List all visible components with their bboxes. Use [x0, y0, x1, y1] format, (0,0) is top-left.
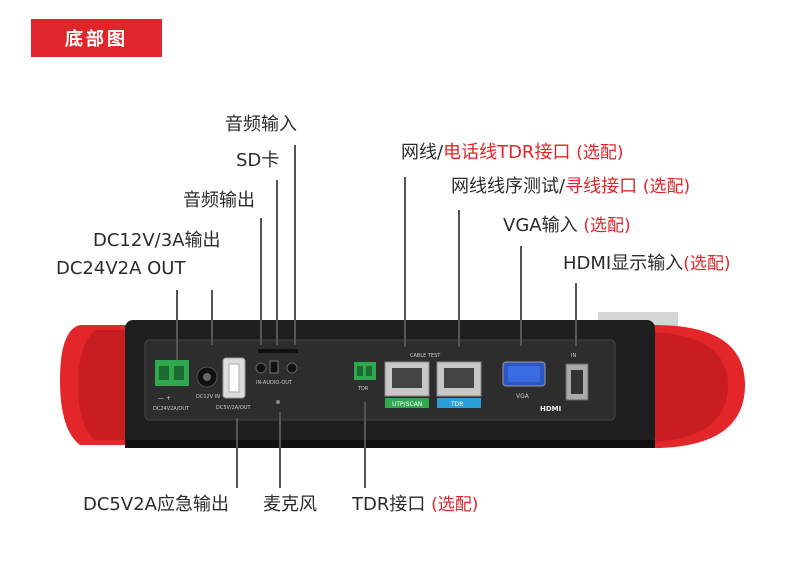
label-network-opt: (选配)	[576, 143, 624, 163]
leader-wire-seq	[458, 210, 460, 347]
leader-sd	[276, 180, 278, 345]
label-hdmi-pre: HDMI显示输入	[563, 253, 684, 274]
audio-panel-label: IN-AUDIO-OUT	[256, 380, 293, 386]
label-tdr: TDR接口 (选配)	[352, 494, 478, 516]
sd-slot	[269, 360, 279, 374]
label-vga-opt: (选配)	[583, 216, 631, 236]
mic-hole	[276, 400, 280, 404]
leader-dc24	[176, 290, 178, 360]
cable-test-label: CABLE TEST	[410, 353, 441, 359]
label-vga-pre: VGA输入	[503, 215, 578, 236]
label-audio-in: 音频输入	[225, 114, 297, 135]
dc5-label: DC5V/2A/OUT	[216, 405, 252, 411]
section-title: 底部图	[31, 19, 162, 57]
label-dc24: DC24V2A OUT	[56, 258, 186, 279]
vga-panel-label: VGA	[516, 393, 530, 400]
label-hdmi-opt: (选配)	[683, 254, 731, 274]
leader-network	[404, 177, 406, 347]
leader-dc12	[211, 290, 213, 345]
leader-tdr	[364, 402, 366, 488]
audio-in-jack	[255, 362, 267, 374]
label-network-pre: 网线/	[401, 142, 444, 163]
dc12-label: DC12V IN	[196, 394, 220, 400]
label-sd: SD卡	[236, 150, 280, 171]
svg-text:— +: — +	[158, 395, 171, 402]
leader-vga	[520, 246, 522, 346]
hdmi-logo: HDMI	[540, 405, 561, 413]
label-wire-seq: 网线线序测试/寻线接口 (选配)	[451, 176, 690, 198]
label-network: 网线/电话线TDR接口 (选配)	[401, 142, 623, 164]
label-vga: VGA输入 (选配)	[503, 215, 631, 237]
leader-hdmi	[575, 283, 577, 346]
label-tdr-opt: (选配)	[431, 495, 479, 515]
leader-audio-in	[294, 145, 296, 345]
hdmi-in-label: IN	[571, 353, 576, 359]
audio-out-jack	[286, 362, 298, 374]
leader-mic	[279, 412, 281, 488]
label-dc5: DC5V2A应急输出	[83, 494, 229, 515]
tdr-small-label: TDR	[357, 386, 369, 392]
label-audio-out: 音频输出	[183, 190, 255, 211]
utp-label: UTP/SCAN	[392, 401, 422, 408]
label-wire-seq-opt: (选配)	[642, 177, 691, 197]
leader-dc5	[236, 418, 238, 488]
label-wire-seq-hl: 寻线接口	[565, 176, 638, 197]
label-tdr-pre: TDR接口	[352, 494, 426, 515]
dc24-label: DC24V2A/OUT	[153, 406, 190, 412]
tdr-port-label: TDR	[450, 401, 463, 408]
leader-audio-out	[260, 218, 262, 345]
label-dc12: DC12V/3A输出	[93, 230, 221, 251]
label-hdmi: HDMI显示输入(选配)	[563, 253, 731, 275]
label-network-hl: 电话线TDR接口	[443, 142, 571, 163]
label-wire-seq-pre: 网线线序测试/	[451, 176, 566, 197]
label-mic: 麦克风	[263, 494, 317, 515]
